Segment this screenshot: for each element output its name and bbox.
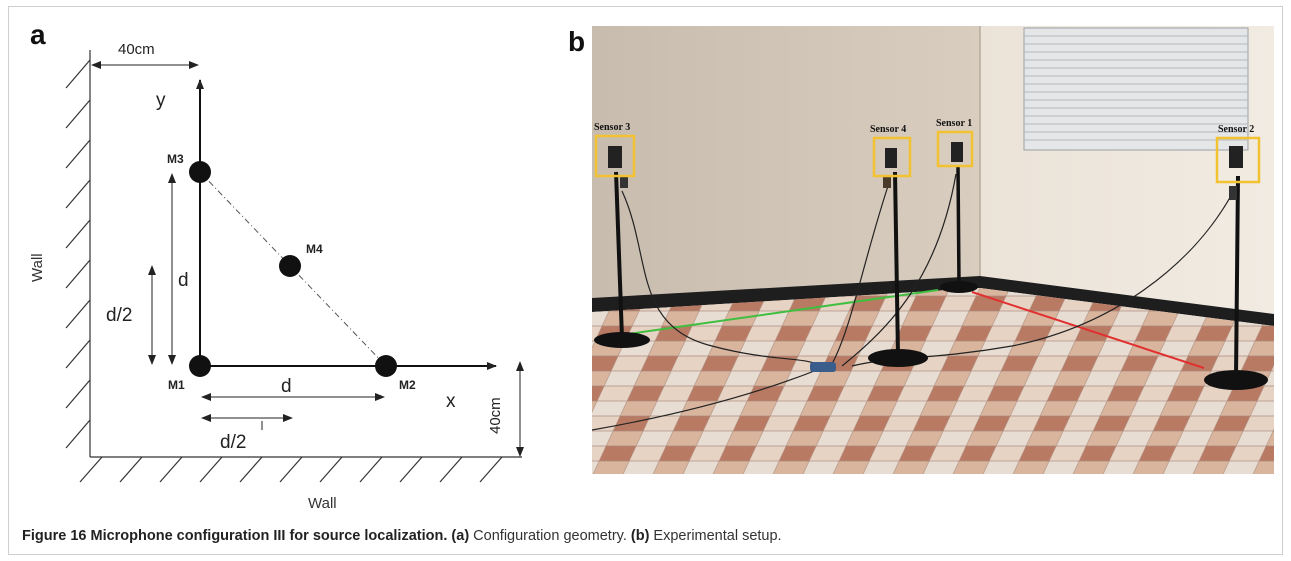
left-wall xyxy=(65,50,91,457)
x-axis-label: x xyxy=(446,391,456,412)
stand-sensor-1 xyxy=(940,142,978,293)
panel-a-diagram: a Wall Wall 40cm y x xyxy=(29,20,524,512)
sensor-3-box xyxy=(594,134,636,178)
figure-frame xyxy=(8,6,1283,555)
green-floor-line xyxy=(627,289,939,335)
d-half-vertical-label: d/2 xyxy=(106,305,132,326)
sensor-4-box xyxy=(872,136,912,178)
mic-m4 xyxy=(279,255,301,277)
sensor-1-box xyxy=(936,130,974,168)
panel-b-photo: Sensor 3 Sensor 4 Sensor 1 Sensor 2 xyxy=(592,26,1274,474)
wall-left-label: Wall xyxy=(29,253,46,282)
y-axis-label: y xyxy=(156,90,166,111)
caption-a-tag: (a) xyxy=(451,528,470,544)
tiled-floor xyxy=(592,288,1274,474)
right-dimension-label: 40cm xyxy=(487,397,504,434)
caption-a-text: Configuration geometry. xyxy=(469,528,631,544)
sensor-4-label: Sensor 4 xyxy=(870,124,906,135)
stand-sensor-3 xyxy=(594,146,650,348)
sensor-2-box xyxy=(1215,136,1261,184)
stand-sensor-2 xyxy=(1204,146,1268,390)
back-wall xyxy=(592,26,980,312)
d-half-horizontal-label: d/2 xyxy=(220,432,246,453)
mic-m1 xyxy=(189,355,211,377)
d-horizontal-label: d xyxy=(281,376,292,397)
panel-b-label: b xyxy=(568,26,586,57)
sensor-2-label: Sensor 2 xyxy=(1218,124,1254,135)
d-vertical-label: d xyxy=(178,270,189,291)
sensor-3-label: Sensor 3 xyxy=(594,122,630,133)
panel-a-label: a xyxy=(30,20,46,50)
red-floor-line xyxy=(971,291,1205,369)
caption-b-text: Experimental setup. xyxy=(649,528,782,544)
mic-m2 xyxy=(375,355,397,377)
window-blinds xyxy=(1023,27,1249,151)
mic-m2-label: M2 xyxy=(399,378,416,392)
caption-b-tag: (b) xyxy=(630,528,650,544)
sensor-1-label: Sensor 1 xyxy=(936,118,972,129)
mic-m3-label: M3 xyxy=(167,152,184,166)
baseboard-left xyxy=(592,276,980,312)
mic-m4-label: M4 xyxy=(306,242,323,256)
top-dimension-label: 40cm xyxy=(118,41,155,58)
mic-m1-label: M1 xyxy=(168,378,185,392)
audio-interface xyxy=(810,362,836,372)
stand-sensor-4 xyxy=(868,148,928,367)
mic-m3 xyxy=(189,161,211,183)
wall-bottom-label: Wall xyxy=(308,495,337,512)
bottom-wall xyxy=(79,456,522,483)
figure-caption: Figure 16 Microphone configuration III f… xyxy=(22,528,1272,544)
caption-figure-title: Figure 16 Microphone configuration III f… xyxy=(22,528,448,544)
